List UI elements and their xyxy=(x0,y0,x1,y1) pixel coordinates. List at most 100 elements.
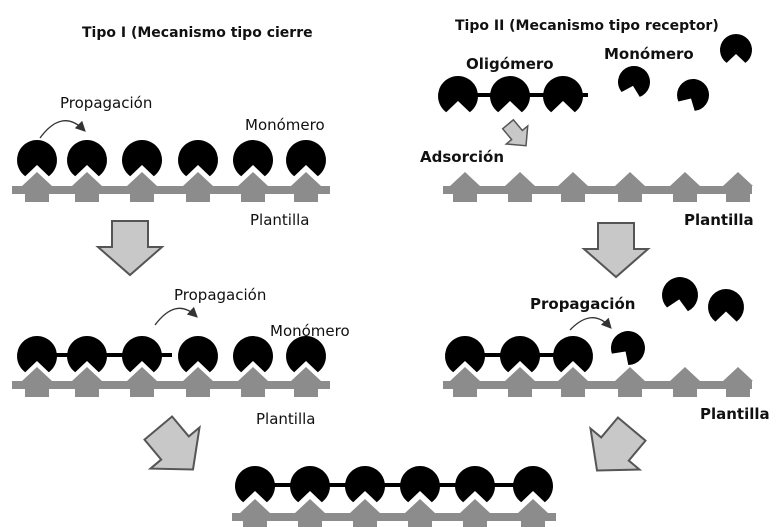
template-final-foot xyxy=(353,521,377,527)
template-type-i-2-bump xyxy=(238,367,268,381)
template-label-ii-2: Plantilla xyxy=(700,405,770,423)
template-label-1: Plantilla xyxy=(250,211,310,229)
template-final-bump xyxy=(405,499,435,513)
template-final-foot xyxy=(243,521,267,527)
monomer-particle xyxy=(661,277,698,312)
template-type-ii-2-bump xyxy=(723,367,753,381)
template-type-ii-1-bump xyxy=(558,172,588,186)
template-final xyxy=(232,499,556,527)
monomer-particle xyxy=(67,140,107,177)
template-type-ii-1-bump xyxy=(450,172,480,186)
monomer-particle xyxy=(720,33,752,63)
template-type-i-2-foot xyxy=(25,389,49,397)
template-type-i-2-bump xyxy=(183,367,213,381)
template-type-i-1-foot xyxy=(294,194,318,202)
template-type-ii-2-bump xyxy=(670,367,700,381)
template-label-ii-1: Plantilla xyxy=(684,211,754,229)
template-type-i-1-bump xyxy=(183,172,213,186)
template-type-ii-2-foot xyxy=(673,389,697,397)
template-type-i-1-bump xyxy=(22,172,52,186)
arrows-layer xyxy=(95,118,651,472)
monomer-particle xyxy=(286,140,326,177)
template-type-ii-1-foot xyxy=(673,194,697,202)
monomer-label-ii: Monómero xyxy=(604,45,694,63)
template-final-bump xyxy=(350,499,380,513)
monomer-label-2: Monómero xyxy=(270,322,350,340)
template-final-foot xyxy=(298,521,322,527)
template-type-ii-2 xyxy=(443,367,753,397)
template-type-i-2-foot xyxy=(241,389,265,397)
monomer-particle xyxy=(178,336,219,373)
oligomer-particle xyxy=(513,466,553,503)
template-final-bump xyxy=(295,499,325,513)
process-arrow-type-i-1 xyxy=(95,220,165,277)
oligomer-particle xyxy=(553,336,594,373)
template-type-ii-2-foot xyxy=(453,389,477,397)
template-type-i-2-foot xyxy=(294,389,318,397)
monomer-particle xyxy=(67,336,107,373)
template-type-ii-2-foot xyxy=(618,389,642,397)
propagation-label-2: Propagación xyxy=(174,286,267,304)
template-label-2: Plantilla xyxy=(256,410,316,428)
type-ii-title: Tipo II (Mecanismo tipo receptor) xyxy=(455,18,719,34)
propagation-arrow-2 xyxy=(154,306,198,326)
type-i-title: Tipo I (Mecanismo tipo cierre xyxy=(82,25,313,41)
template-type-i-2 xyxy=(12,367,330,397)
oligomer-particle xyxy=(438,76,479,113)
oligomer-particle xyxy=(345,466,385,503)
template-type-ii-2-bar xyxy=(443,381,752,389)
template-final-foot xyxy=(408,521,432,527)
template-type-i-1-foot xyxy=(25,194,49,202)
monomer-label-1: Monómero xyxy=(245,116,325,134)
oligomer-particle xyxy=(235,466,275,503)
oligomer-particle xyxy=(499,336,540,373)
template-final-foot xyxy=(521,521,545,527)
template-type-ii-1-bump xyxy=(505,172,535,186)
template-final-bump xyxy=(460,499,490,513)
template-type-ii-2-bump xyxy=(615,367,645,381)
adsorption-arrow xyxy=(501,118,529,147)
template-type-ii-2-foot xyxy=(726,389,750,397)
template-type-ii-1-bump xyxy=(670,172,700,186)
template-type-i-1-foot xyxy=(241,194,265,202)
monomer-particle xyxy=(17,140,58,177)
template-type-ii-1-bump xyxy=(723,172,753,186)
monomer-particle xyxy=(708,289,744,322)
template-final-bar xyxy=(232,513,556,521)
template-final-bump xyxy=(240,499,270,513)
oligomer-particle xyxy=(444,336,485,373)
template-type-i-2-bump xyxy=(22,367,52,381)
template-type-ii-2-foot xyxy=(508,389,532,397)
monomer-particle xyxy=(17,336,58,373)
propagation-arrow-3 xyxy=(569,317,612,331)
template-type-ii-2-foot xyxy=(561,389,585,397)
oligomer-particle xyxy=(489,76,530,113)
template-type-i-2-bump xyxy=(72,367,102,381)
template-type-i-1-bump xyxy=(291,172,321,186)
template-type-ii-2-bump xyxy=(505,367,535,381)
monomer-particle xyxy=(611,331,645,366)
monomer-particle xyxy=(233,140,273,177)
oligomer-particle xyxy=(399,466,440,503)
template-type-i-2-foot xyxy=(130,389,154,397)
process-arrow-type-i-2 xyxy=(143,415,201,471)
monomer-particle xyxy=(677,78,709,111)
template-type-ii-1-foot xyxy=(508,194,532,202)
adsorption-label: Adsorción xyxy=(420,148,504,166)
oligomer-label: Oligómero xyxy=(466,55,554,73)
template-type-i-1 xyxy=(12,172,330,202)
template-type-ii-1-bump xyxy=(615,172,645,186)
template-type-i-1-bar xyxy=(12,186,330,194)
template-type-i-2-foot xyxy=(186,389,210,397)
process-arrow-type-ii-1 xyxy=(581,222,651,279)
template-type-i-1-foot xyxy=(75,194,99,202)
template-type-ii-1-foot xyxy=(618,194,642,202)
template-type-i-1-bump xyxy=(127,172,157,186)
template-type-ii-1-foot xyxy=(561,194,585,202)
template-final-bump xyxy=(518,499,548,513)
monomer-particle xyxy=(618,65,651,97)
propagation-label-ii: Propagación xyxy=(530,295,636,313)
template-type-i-2-bar xyxy=(12,381,330,389)
template-type-i-1-foot xyxy=(186,194,210,202)
oligomer-particle xyxy=(289,466,330,503)
